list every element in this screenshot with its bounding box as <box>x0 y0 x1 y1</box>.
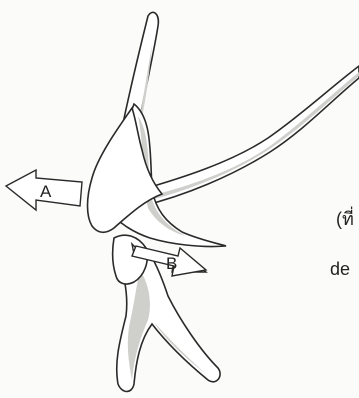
arrow-a: A <box>6 170 82 210</box>
right-tail <box>140 66 359 206</box>
arrow-a-label: A <box>40 182 52 201</box>
side-text-line2: de <box>330 259 350 280</box>
side-text-line1: (ที่ <box>336 204 354 233</box>
arrow-b-label: B <box>166 254 177 273</box>
